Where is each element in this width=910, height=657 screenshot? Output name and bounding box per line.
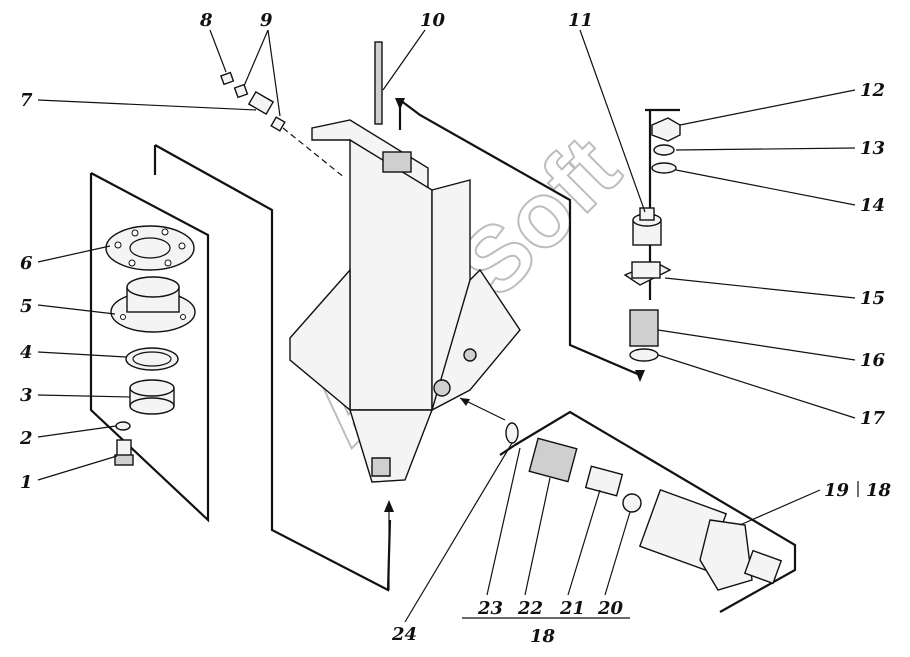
callout-19: 19 [824, 480, 850, 501]
callout-7: 7 [20, 90, 33, 111]
leader-lines [37, 29, 856, 623]
flow-arrows [384, 98, 645, 590]
callout-24: 24 [391, 624, 417, 645]
tank-body [289, 119, 521, 483]
callout-12: 12 [860, 80, 885, 101]
callout-18: 18 [530, 626, 556, 647]
callout-10: 10 [420, 10, 446, 31]
callout-19-group: 18 [866, 480, 892, 501]
callout-13: 13 [860, 138, 885, 159]
callout-labels: 1 2 3 4 5 6 7 8 9 10 11 12 13 14 15 16 1… [19, 10, 892, 647]
callout-3: 3 [20, 385, 33, 406]
callout-17: 17 [860, 408, 886, 429]
pipe-parts-7-8-9 [220, 71, 346, 179]
callout-9: 9 [260, 10, 273, 31]
filter-parts-11-17 [623, 117, 681, 362]
callout-20: 20 [597, 598, 624, 619]
ring-part-4 [125, 347, 179, 371]
bolt-part-1 [114, 439, 134, 466]
callout-15: 15 [860, 288, 885, 309]
callout-11: 11 [568, 10, 593, 31]
gasket-part-6 [105, 225, 195, 271]
callout-6: 6 [20, 253, 33, 274]
flange-cap-part-5 [110, 276, 196, 333]
callout-1: 1 [20, 472, 33, 493]
plug-part-3 [129, 379, 175, 415]
dipstick-part-10 [374, 41, 383, 125]
callout-23: 23 [477, 598, 503, 619]
callout-21: 21 [559, 598, 585, 619]
callout-5: 5 [20, 296, 33, 317]
callout-22: 22 [517, 598, 543, 619]
callout-14: 14 [860, 195, 885, 216]
callout-4: 4 [20, 342, 33, 363]
callout-8: 8 [199, 10, 213, 31]
callout-16: 16 [860, 350, 886, 371]
washer-part-2 [115, 421, 131, 431]
callout-2: 2 [19, 428, 33, 449]
valve-parts-19-24 [505, 422, 783, 591]
